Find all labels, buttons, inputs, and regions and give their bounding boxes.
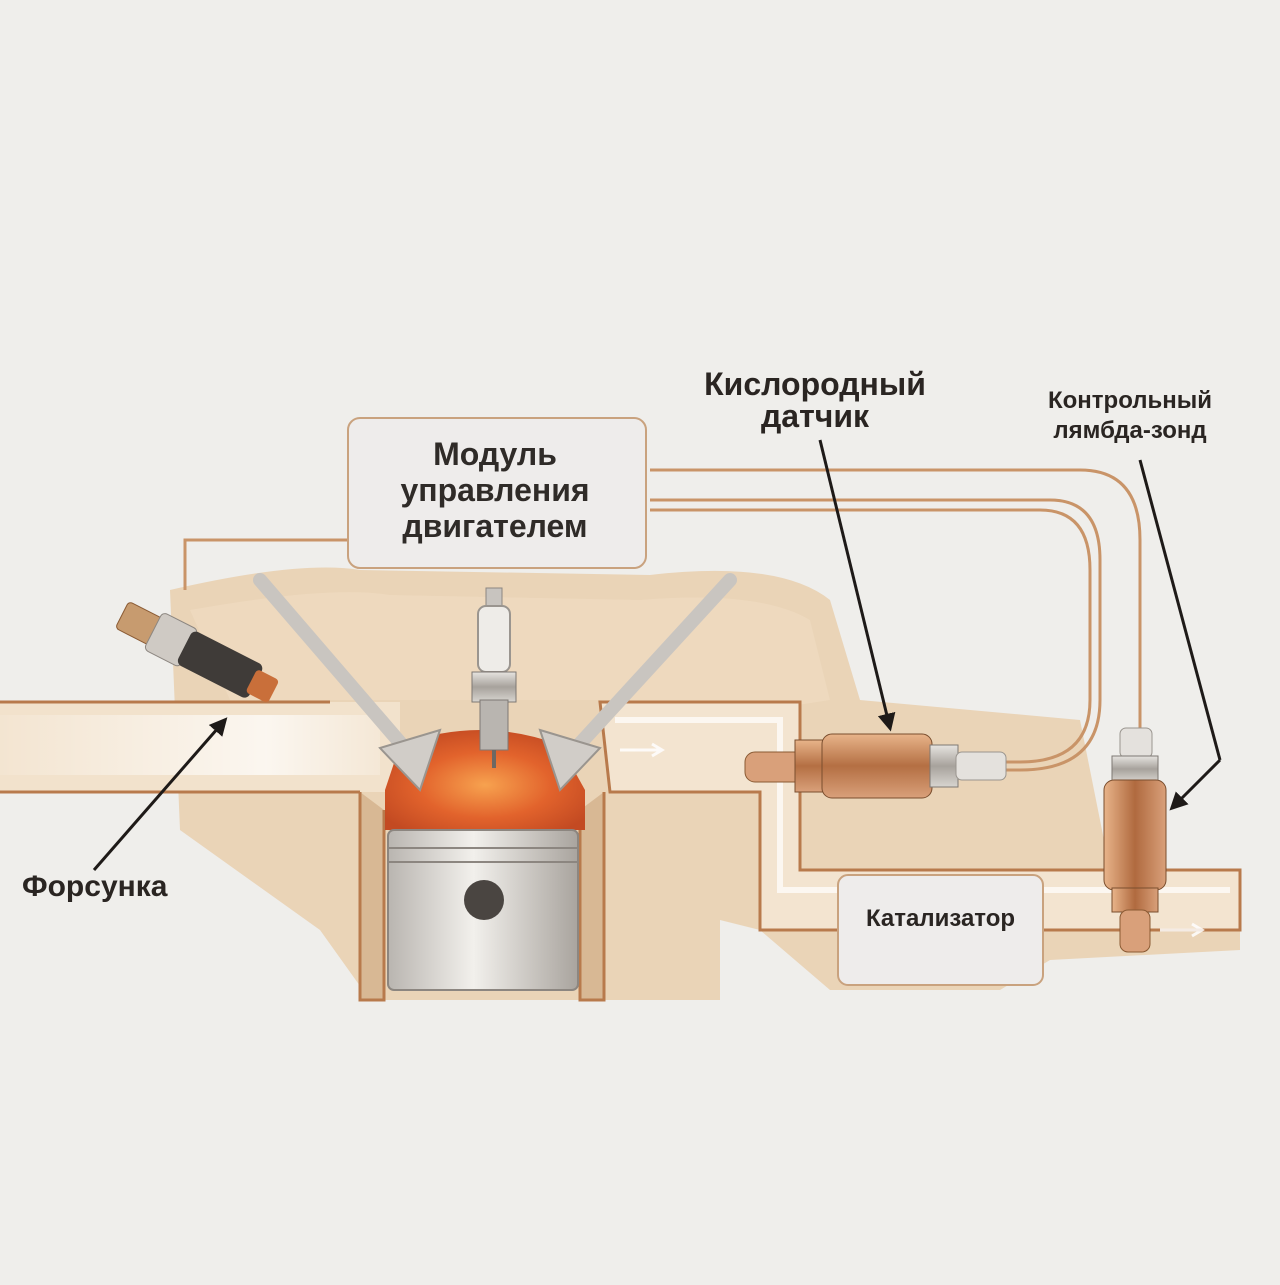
spark-plug	[471, 587, 517, 768]
lambda-probe	[1103, 727, 1167, 953]
flow-arrows	[620, 742, 1205, 938]
exhaust-valve	[538, 573, 737, 792]
cylinder	[358, 730, 606, 1002]
piston	[387, 829, 579, 991]
injector-label: Форсунка	[22, 870, 168, 903]
intake-valve	[253, 573, 442, 792]
ecu-label: Модуль управления двигателем	[400, 436, 590, 544]
oxygen-sensor-label: Кислородный датчик	[704, 366, 926, 434]
oxygen-sensor-pointer-arrow	[818, 439, 896, 732]
ecu-box	[347, 417, 647, 569]
catalyst-label: Катализатор	[865, 905, 1016, 932]
catalyst-box	[837, 874, 1044, 986]
ecu-wiring	[183, 468, 1142, 772]
injector-pointer-arrow	[92, 717, 228, 871]
lambda-pointer-line	[1138, 459, 1222, 761]
control-lambda-label: Контрольный лямбда-зонд	[1047, 387, 1213, 444]
fuel-injector	[116, 602, 279, 703]
lambda-pointer-arrow	[1169, 758, 1222, 811]
oxygen-sensor	[744, 733, 1007, 799]
